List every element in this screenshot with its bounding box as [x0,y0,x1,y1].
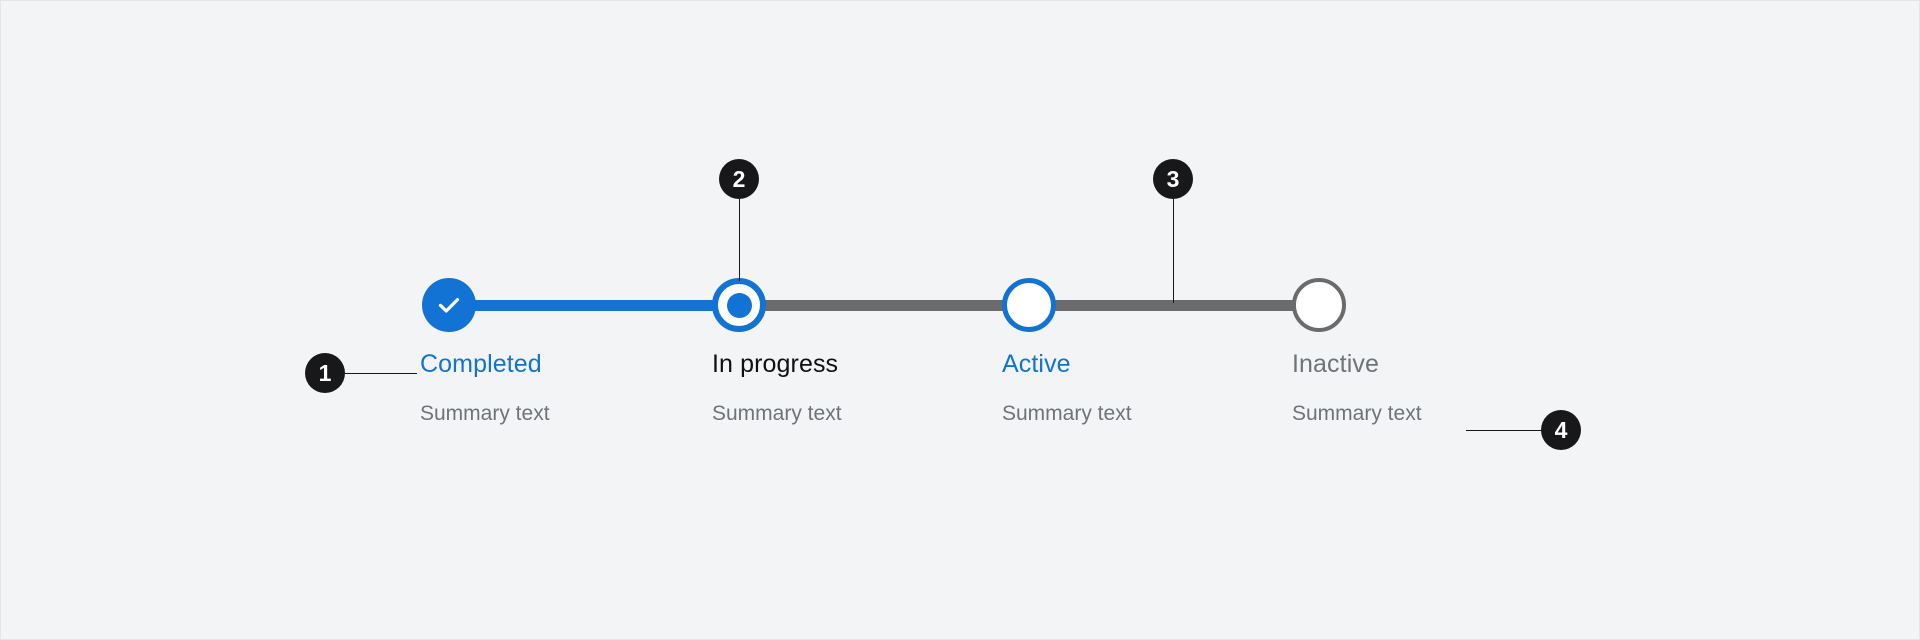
callout-badge-4: 4 [1541,410,1581,450]
callout-leader-line-1 [345,373,417,374]
step-summary: Summary text [420,402,550,425]
callout-badge-2: 2 [719,159,759,199]
step-summary: Summary text [1002,402,1132,425]
step-summary: Summary text [1292,402,1422,425]
callout-badge-3: 3 [1153,159,1193,199]
callout-leader-line-4 [1466,430,1544,431]
step-marker-in-progress[interactable] [712,278,766,332]
step-label[interactable]: Inactive [1292,350,1379,378]
step-summary: Summary text [712,402,842,425]
step-label[interactable]: Active [1002,350,1071,378]
callout-leader-line-3 [1173,199,1174,303]
step-marker-completed[interactable] [422,278,476,332]
check-icon [435,291,463,319]
step-marker-inactive[interactable] [1292,278,1346,332]
step-text-in-progress: In progress Summary text [712,348,1032,428]
step-text-completed: Completed Summary text [420,348,740,428]
step-label[interactable]: In progress [712,350,839,378]
step-label[interactable]: Completed [420,350,542,378]
step-marker-active[interactable] [1002,278,1056,332]
filled-ring-icon [726,292,752,318]
callout-badge-1: 1 [305,353,345,393]
callout-leader-line-2 [739,199,740,281]
step-text-active: Active Summary text [1002,348,1322,428]
completed-track [449,300,739,311]
step-text-inactive: Inactive Summary text [1292,348,1612,428]
